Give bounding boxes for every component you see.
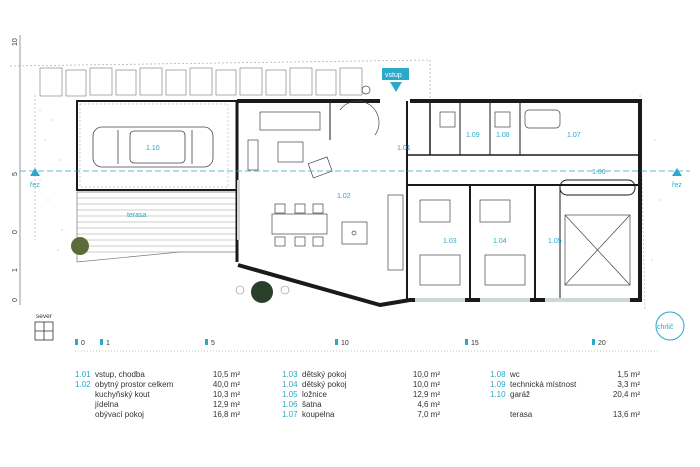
north-sign: sever bbox=[34, 313, 54, 341]
scale-tick-10: 10 bbox=[341, 340, 349, 347]
site-boundary bbox=[34, 94, 646, 311]
living-furniture bbox=[247, 100, 404, 271]
scale-tick-0: 0 bbox=[81, 340, 85, 347]
left-axis: 10 5 0 1 0 bbox=[12, 35, 21, 305]
room-label-1-07: 1.07 bbox=[567, 132, 581, 139]
entrance-label: vstup bbox=[385, 72, 402, 79]
section-line: řez řez bbox=[20, 168, 690, 189]
room-label-1-08: 1.08 bbox=[496, 132, 510, 139]
room-label-1-02: 1.02 bbox=[337, 193, 351, 200]
scale-tick-20: 20 bbox=[598, 340, 606, 347]
room-label-1-10: 1.10 bbox=[146, 145, 160, 152]
trees bbox=[71, 237, 290, 303]
north-label: sever bbox=[36, 313, 53, 320]
left-axis-tick-0a: 0 bbox=[12, 230, 19, 234]
room-label-1-09: 1.09 bbox=[466, 132, 480, 139]
legend-row bbox=[490, 400, 640, 410]
room-label-1-04: 1.04 bbox=[493, 238, 507, 245]
paving bbox=[9, 59, 431, 100]
entrance-marker: vstup bbox=[361, 68, 409, 95]
scale-tick-15: 15 bbox=[471, 340, 479, 347]
scale-tick-1: 1 bbox=[106, 340, 110, 347]
room-label-1-01: 1.01 bbox=[397, 145, 411, 152]
chrlic-stamp: chrlič bbox=[655, 311, 685, 341]
section-label-right: řez bbox=[672, 182, 682, 189]
left-axis-tick-10: 10 bbox=[12, 38, 19, 46]
bedroom-furniture bbox=[419, 109, 631, 286]
car-icon bbox=[92, 126, 214, 168]
chrlic-stamp-text: chrlič bbox=[657, 324, 674, 331]
terrace bbox=[76, 191, 238, 263]
lawn bbox=[39, 109, 661, 261]
section-label-left: řez bbox=[30, 182, 40, 189]
left-axis-tick-0b: 0 bbox=[12, 298, 19, 302]
scale-bar: 0 1 5 10 15 20 bbox=[75, 339, 660, 352]
windows bbox=[237, 180, 630, 302]
room-label-1-06: 1.06 bbox=[592, 169, 606, 176]
room-label-terasa: terasa bbox=[127, 212, 147, 219]
left-axis-tick-5: 5 bbox=[12, 172, 19, 176]
left-axis-tick-1: 1 bbox=[12, 268, 19, 272]
scale-tick-5: 5 bbox=[211, 340, 215, 347]
room-labels: 1.10 terasa 1.02 1.01 1.09 1.08 1.07 1.0… bbox=[127, 132, 606, 245]
room-label-1-03: 1.03 bbox=[443, 238, 457, 245]
room-label-1-05: 1.05 bbox=[548, 238, 562, 245]
